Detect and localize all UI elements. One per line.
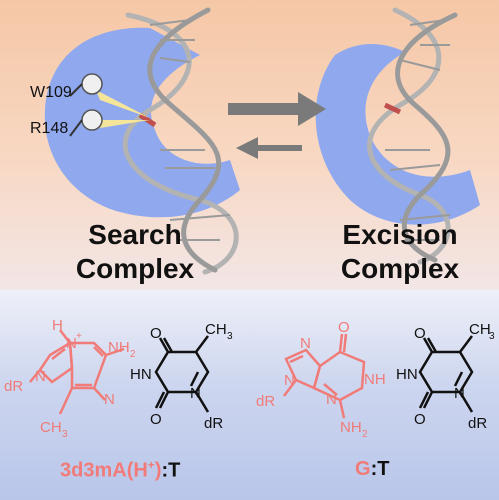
- svg-text:HN: HN: [396, 366, 418, 383]
- svg-text:O: O: [150, 411, 162, 428]
- svg-text:N: N: [326, 391, 337, 408]
- equilibrium-arrows: [228, 92, 326, 159]
- excision-title-line1: Excision: [342, 219, 458, 250]
- svg-text:CH: CH: [205, 321, 227, 338]
- svg-text:HN: HN: [130, 366, 152, 383]
- search-dna-rungs: [149, 19, 231, 241]
- mismatch-base-name: G: [355, 458, 371, 480]
- residue-label-w109: W109: [30, 84, 72, 101]
- svg-text:O: O: [338, 319, 350, 336]
- svg-text:NH: NH: [364, 371, 386, 388]
- right-thymine-atoms: O CH 3 HN N O dR: [396, 321, 495, 432]
- svg-text:dR: dR: [468, 415, 487, 432]
- search-complex-title: Search Complex: [45, 218, 225, 286]
- residue-label-r148: R148: [30, 120, 69, 137]
- residue-wedge-1: [96, 90, 150, 118]
- residue-wedge-2: [96, 120, 150, 128]
- svg-text:H: H: [52, 317, 63, 334]
- svg-text:N: N: [190, 385, 201, 402]
- svg-text:CH: CH: [469, 321, 491, 338]
- left-purine-structure: [29, 329, 125, 415]
- excision-dna-rungs: [385, 19, 451, 241]
- left-thymine-atoms: O CH 3 HN N O dR: [130, 321, 233, 432]
- right-pair-label: G:T: [355, 458, 389, 481]
- svg-text:N: N: [104, 391, 115, 408]
- svg-text:+: +: [76, 331, 82, 342]
- r148-sphere: [81, 109, 103, 131]
- lesion-base-charge: +: [147, 458, 155, 472]
- svg-text:NH: NH: [108, 339, 130, 356]
- svg-text:dR: dR: [204, 415, 223, 432]
- svg-text:3: 3: [489, 331, 495, 342]
- right-guanine-structure: [283, 333, 366, 419]
- right-pair-partner: T: [377, 458, 390, 480]
- right-guanine-atoms: N O N NH N NH 2 dR: [256, 319, 386, 440]
- svg-text:N: N: [66, 335, 77, 352]
- excision-complex-title: Excision Complex: [310, 218, 490, 286]
- lesion-base-name-part2: ): [154, 459, 162, 482]
- svg-text:N: N: [454, 385, 465, 402]
- w109-sphere: [81, 73, 103, 95]
- svg-text:2: 2: [130, 349, 136, 360]
- svg-text:dR: dR: [256, 393, 275, 410]
- svg-text:N: N: [35, 368, 46, 385]
- excision-lesion: [383, 102, 402, 115]
- svg-text:O: O: [414, 325, 426, 342]
- lower-background: [0, 290, 499, 500]
- left-pair-label: 3d3mA(H+):T: [60, 458, 180, 483]
- right-pair-separator: :: [370, 458, 378, 480]
- svg-text:O: O: [414, 411, 426, 428]
- svg-text:3: 3: [62, 429, 68, 440]
- svg-text:2: 2: [362, 429, 368, 440]
- svg-text:CH: CH: [40, 419, 62, 436]
- excision-title-line2: Complex: [340, 253, 460, 284]
- left-pair-partner: T: [168, 459, 181, 482]
- svg-text:N: N: [300, 335, 311, 352]
- left-thymine-structure: [154, 335, 210, 413]
- lesion-base-name-part1: 3d3mA(H: [60, 459, 148, 482]
- svg-text:dR: dR: [4, 378, 23, 395]
- svg-text:NH: NH: [340, 419, 362, 436]
- left-pair-separator: :: [161, 459, 169, 482]
- left-purine-atoms: H N + NH 2 N N dR CH 3: [4, 317, 136, 440]
- right-thymine-structure: [418, 335, 474, 413]
- excision-dna-helix: [367, 7, 458, 265]
- search-dna-helix: [122, 7, 239, 275]
- svg-text:3: 3: [227, 331, 233, 342]
- svg-text:N: N: [284, 372, 295, 389]
- search-title-line1: Search: [88, 219, 182, 250]
- svg-text:O: O: [150, 325, 162, 342]
- excision-protein-shape: [315, 44, 480, 225]
- search-title-line2: Complex: [75, 253, 195, 284]
